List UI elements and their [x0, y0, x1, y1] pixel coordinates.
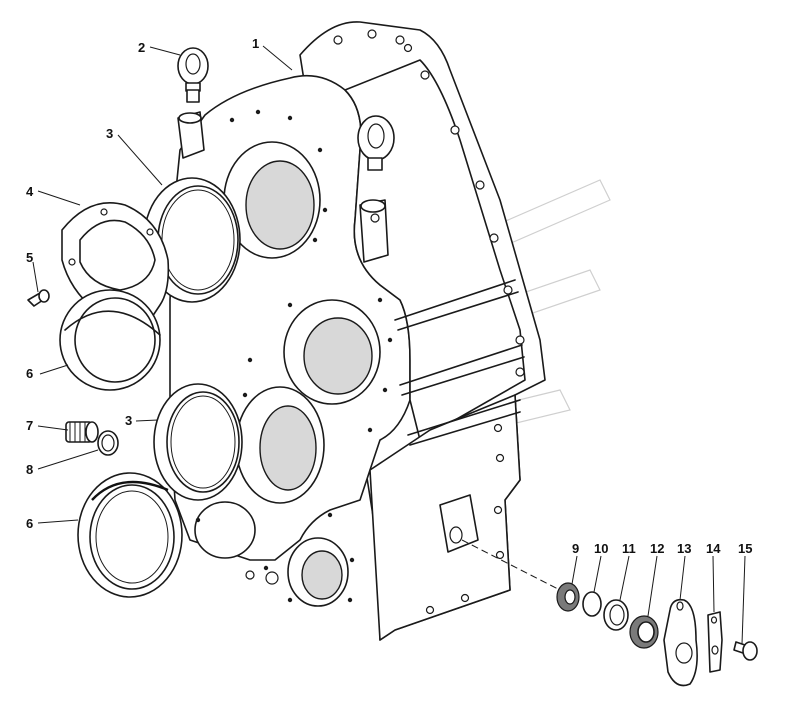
eye-bolt-part: [177, 47, 209, 103]
callout-14: 14: [706, 541, 721, 556]
washer-part-9: [556, 582, 580, 612]
gasket-plate: [61, 201, 170, 323]
callout-13: 13: [677, 541, 691, 556]
bearing-cup-lower: [77, 472, 183, 598]
callout-6-lower: 6: [26, 516, 33, 531]
callout-6-upper: 6: [26, 366, 33, 381]
callout-1: 1: [252, 36, 259, 51]
callout-12: 12: [650, 541, 664, 556]
callout-15: 15: [738, 541, 752, 556]
seal-part-12: [629, 615, 659, 649]
callout-3-lower: 3: [125, 413, 132, 428]
o-ring-part: [97, 430, 119, 456]
disc-part-10: [582, 591, 602, 617]
callout-9: 9: [572, 541, 579, 556]
bearing-cup-upper: [59, 289, 161, 391]
leader-lines: [32, 45, 746, 645]
callout-labels: 1 2 3 4 5 6 7 3 8 6 9 10 11 12 13 14 15: [26, 36, 752, 556]
bolt-part-15: [733, 641, 758, 661]
seal-ring-lower: [153, 383, 243, 501]
bracket-part-14: [707, 611, 723, 673]
callout-11: 11: [622, 541, 636, 556]
callout-3-upper: 3: [106, 126, 113, 141]
small-bolt-part: [27, 289, 50, 307]
ring-part-11: [603, 599, 629, 631]
callout-5: 5: [26, 250, 33, 265]
callout-8: 8: [26, 462, 33, 477]
threaded-plug-part: [65, 421, 99, 443]
gearbox-housing: [169, 21, 546, 641]
callout-10: 10: [594, 541, 608, 556]
flange-plate-part-13: [663, 598, 698, 687]
callout-4: 4: [26, 184, 34, 199]
callout-2: 2: [138, 40, 145, 55]
dashed-assembly-line: [461, 539, 561, 591]
housing-lift-eye: [357, 115, 395, 171]
callout-7: 7: [26, 418, 33, 433]
